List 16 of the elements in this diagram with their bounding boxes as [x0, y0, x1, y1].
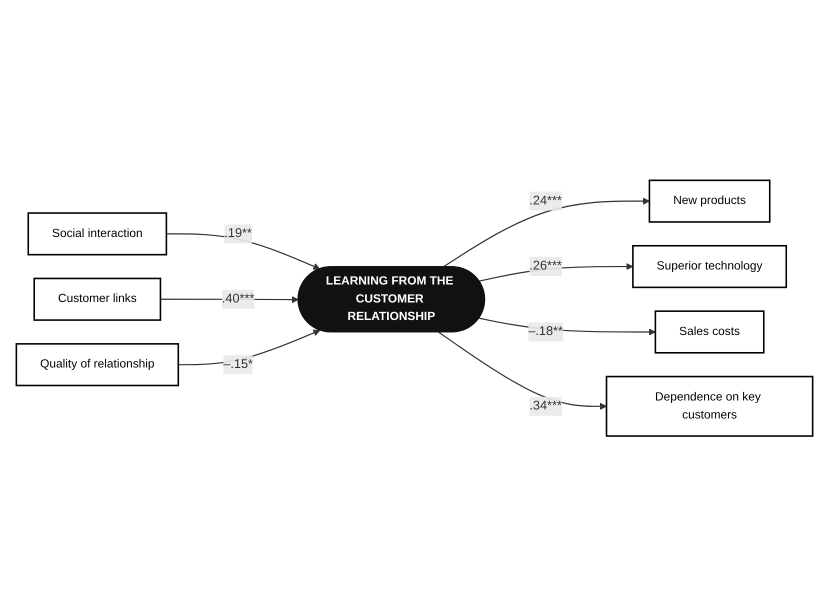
node-box: Social interaction — [27, 212, 168, 256]
node-box: Superior technology — [632, 244, 788, 288]
node-box: Quality of relationship — [16, 342, 180, 386]
node-box: Sales costs — [654, 310, 765, 354]
edge-label: .26*** — [529, 259, 562, 273]
edge-label: .19** — [224, 226, 252, 240]
arrow — [442, 197, 650, 268]
edge-label: .24*** — [529, 194, 562, 208]
node-box: Dependence on key customers — [606, 376, 814, 437]
node-box: New products — [648, 179, 770, 223]
node-box: Customer links — [33, 277, 162, 321]
edge-label: .40*** — [222, 292, 254, 306]
edge-label: .34*** — [529, 398, 562, 412]
edge-label: –.18** — [528, 324, 563, 338]
arrow — [438, 332, 607, 410]
edge-label: –.15* — [223, 357, 253, 371]
